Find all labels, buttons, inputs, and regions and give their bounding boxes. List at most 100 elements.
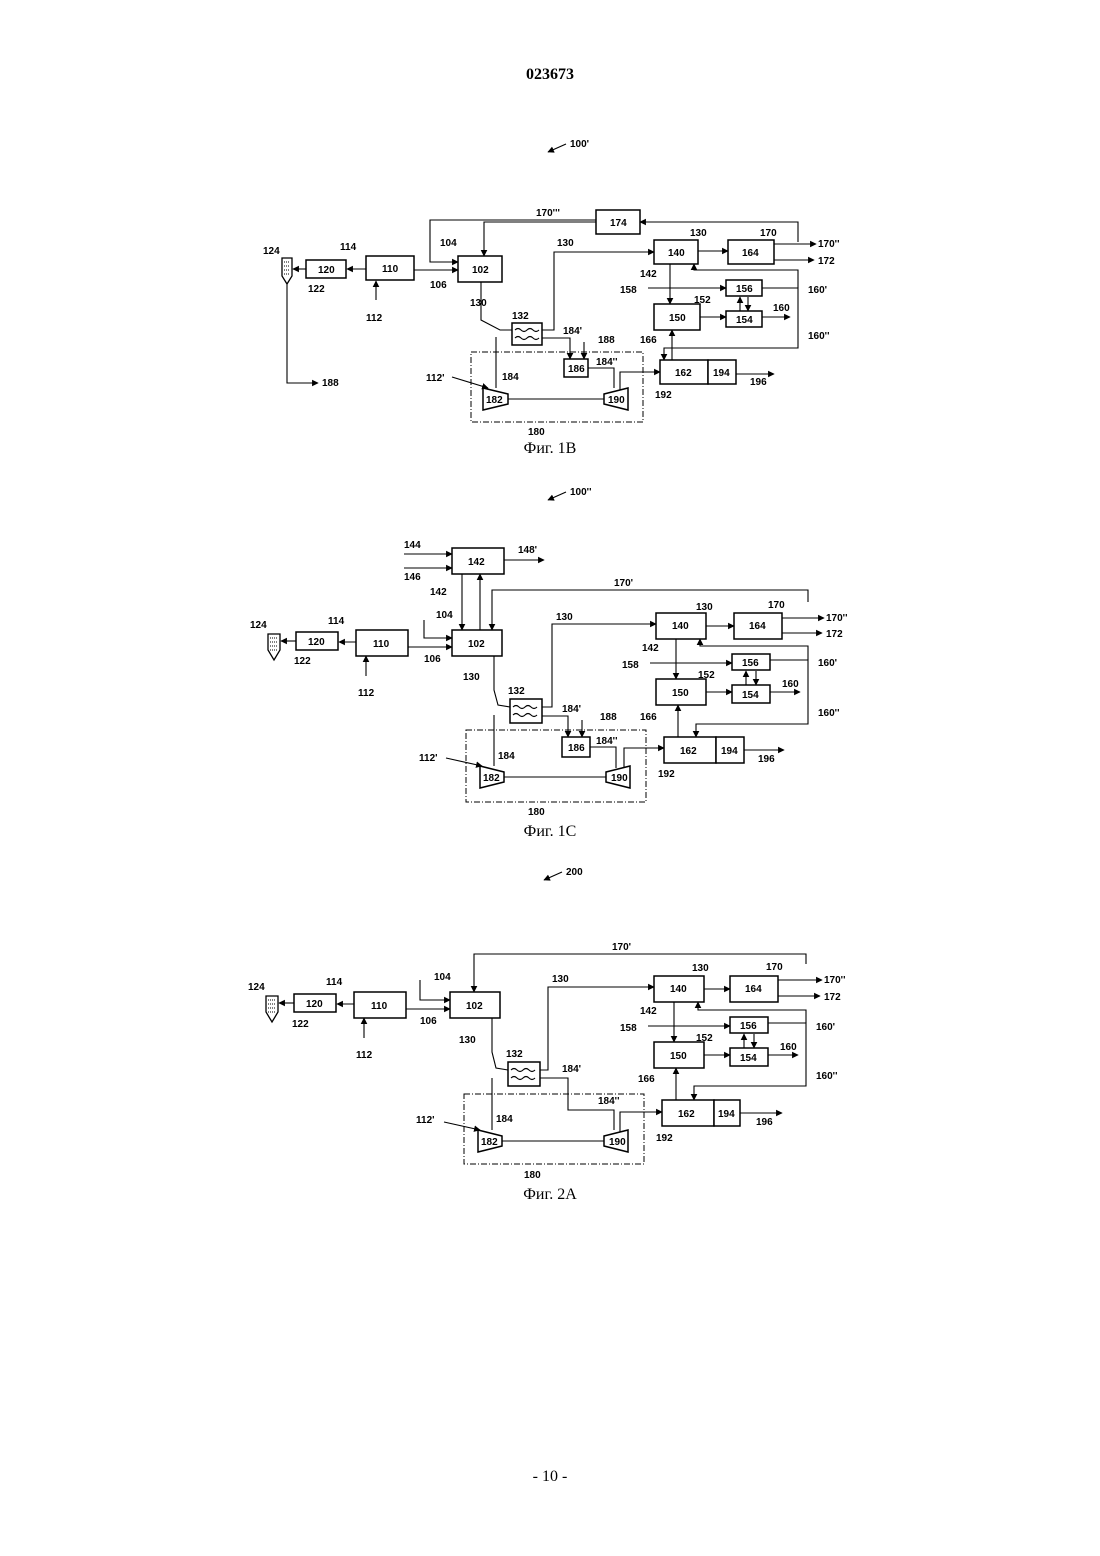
label-196: 196 [750,377,767,388]
label-166: 166 [640,335,657,346]
heat-exchanger-132 [510,699,542,723]
label-172: 172 [824,992,841,1003]
label-190: 190 [608,395,625,406]
label-106: 106 [420,1016,437,1027]
label-164: 164 [742,248,759,259]
label-130b: 130 [552,974,569,985]
label-160pp: 160'' [808,331,829,342]
label-188: 188 [598,335,615,346]
label-160p: 160' [818,658,837,669]
label-122: 122 [294,656,311,667]
label-172: 172 [826,629,843,640]
label-142: 142 [640,269,657,280]
label-112: 112 [366,313,383,324]
label-140: 140 [668,248,685,259]
label-114: 114 [340,242,357,253]
label-170: 170 [760,228,777,239]
label-170pp: 170'' [824,975,845,986]
label-172: 172 [818,256,835,267]
label-194: 194 [713,368,730,379]
label-112p: 112' [419,753,438,764]
label-170p: 170' [612,942,631,953]
label-142: 142 [640,1006,657,1017]
label-122: 122 [292,1019,309,1030]
label-190: 190 [611,773,628,784]
figure-1b-diagram: 100' 120 110 102 174 140 164 156 154 150… [0,130,1100,450]
label-142-block: 142 [468,557,485,568]
label-164: 164 [749,621,766,632]
label-158: 158 [620,285,637,296]
label-132: 132 [506,1049,523,1060]
label-166: 166 [640,712,657,723]
label-130: 130 [470,298,487,309]
label-184pp: 184'' [596,357,617,368]
label-120: 120 [318,265,335,276]
label-186: 186 [568,743,585,754]
label-158: 158 [622,660,639,671]
label-122: 122 [308,284,325,295]
label-152: 152 [696,1033,713,1044]
label-180: 180 [524,1170,541,1181]
label-170: 170 [768,600,785,611]
label-144: 144 [404,540,421,551]
label-156: 156 [736,284,753,295]
label-124: 124 [248,982,265,993]
label-184: 184 [496,1114,513,1125]
label-184p: 184' [562,704,581,715]
label-182: 182 [483,773,500,784]
label-184p: 184' [562,1064,581,1075]
label-130c: 130 [690,228,707,239]
label-154: 154 [742,690,759,701]
label-192: 192 [655,390,672,401]
label-140: 140 [672,621,689,632]
label-110: 110 [371,1001,388,1012]
label-196: 196 [756,1117,773,1128]
label-180: 180 [528,427,545,438]
enclosure-180 [466,730,646,802]
label-196: 196 [758,754,775,765]
page-number: - 10 - [0,1468,1100,1486]
figure-ref-label: 100' [570,139,589,150]
label-142: 142 [642,643,659,654]
label-102: 102 [468,639,485,650]
label-194: 194 [718,1109,735,1120]
label-180: 180 [528,807,545,818]
label-120: 120 [306,999,323,1010]
figure-2a-caption: Фиг. 2A [0,1186,1100,1204]
label-146: 146 [404,572,421,583]
label-156: 156 [740,1021,757,1032]
label-158: 158 [620,1023,637,1034]
label-124: 124 [263,246,280,257]
label-182: 182 [481,1137,498,1148]
label-130c: 130 [696,602,713,613]
label-150: 150 [669,313,686,324]
figure-ref-label: 200 [566,867,583,878]
label-110: 110 [382,264,399,275]
label-170pp: 170'' [826,613,847,624]
label-102: 102 [466,1001,483,1012]
label-160: 160 [780,1042,797,1053]
label-164: 164 [745,984,762,995]
figure-2a-diagram: 200 120 110 102 124 112 106 114 122 104 … [0,860,1100,1190]
label-106: 106 [424,654,441,665]
heat-exchanger-132 [508,1062,540,1086]
label-130: 130 [463,672,480,683]
label-184p: 184' [563,326,582,337]
label-130: 130 [459,1035,476,1046]
label-140: 140 [670,984,687,995]
figure-1c-diagram: 100'' 142 144 146 148' 142 120 110 102 1… [0,480,1100,820]
figure-1b-caption: Фиг. 1B [0,440,1100,458]
label-166: 166 [638,1074,655,1085]
label-124: 124 [250,620,267,631]
label-184: 184 [502,372,519,383]
label-106: 106 [430,280,447,291]
label-130b: 130 [556,612,573,623]
label-156: 156 [742,658,759,669]
label-162: 162 [675,368,692,379]
label-104: 104 [434,972,451,983]
label-142-stream: 142 [430,587,447,598]
label-160p: 160' [816,1022,835,1033]
label-194: 194 [721,746,738,757]
label-150: 150 [670,1051,687,1062]
label-174: 174 [610,218,627,229]
